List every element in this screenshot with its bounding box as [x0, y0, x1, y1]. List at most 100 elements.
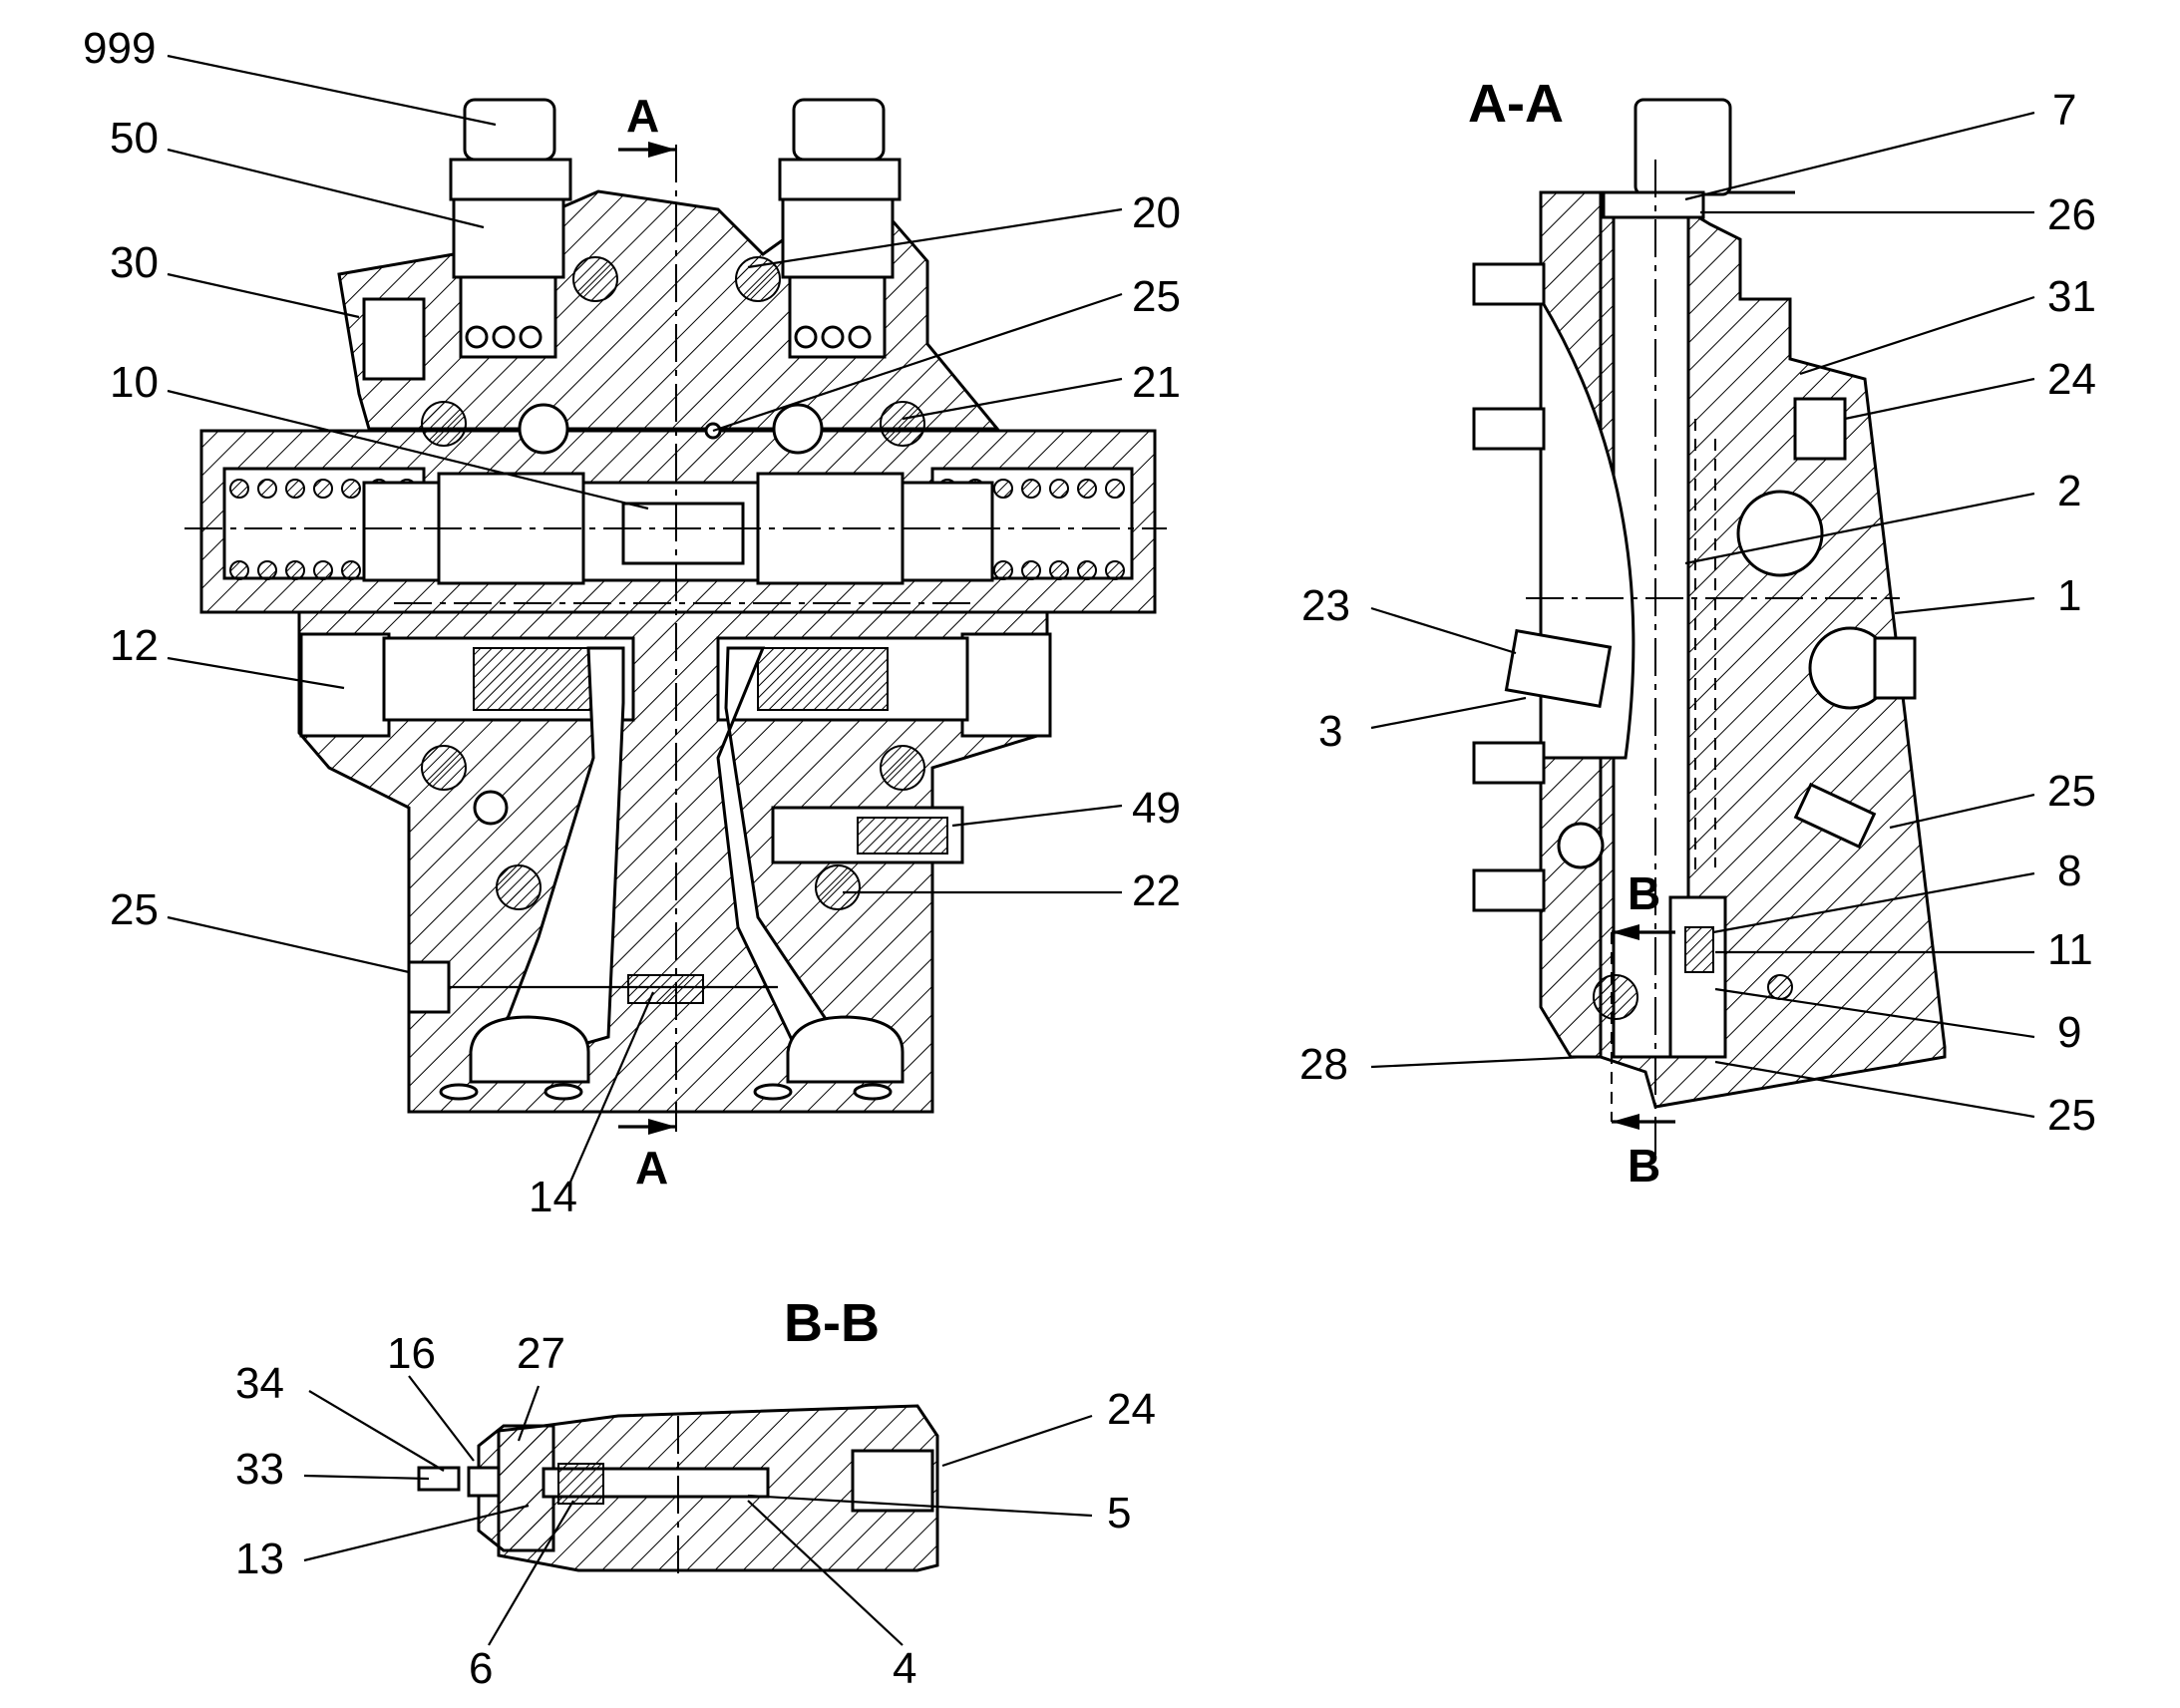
- aa-ball: [1557, 822, 1605, 869]
- callout-label: 3: [1318, 707, 1342, 756]
- left-end-cap: [299, 632, 391, 738]
- aa-cam-hole: [1736, 490, 1824, 577]
- callout-label: 9: [2057, 1008, 2081, 1057]
- left-cartridge-spring: [473, 647, 604, 711]
- seal-ring: [815, 864, 861, 910]
- aa-valve-stack: [1668, 895, 1727, 1059]
- aa-plug-23: [1504, 628, 1613, 708]
- callout-label: 24: [1107, 1385, 1156, 1434]
- right-end-cap: [960, 632, 1052, 738]
- bolt: [1472, 741, 1546, 785]
- bolt: [1472, 262, 1546, 306]
- callout-label: 26: [2047, 190, 2096, 239]
- plug: [407, 960, 451, 1014]
- aa-top-plug: [1602, 190, 1705, 219]
- callout-label: 16: [387, 1329, 436, 1378]
- callouts-main: 999 50 30 10 12 25 20 25 21 49 22 14: [83, 24, 1181, 1221]
- bolt: [1472, 868, 1546, 912]
- callout-label: 5: [1107, 1489, 1131, 1537]
- seal-ring: [735, 256, 781, 302]
- section-mark-b-top: B: [1628, 867, 1660, 919]
- mount-hole: [439, 1083, 479, 1101]
- aa-ring-9: [1767, 974, 1793, 1000]
- callout-label: 22: [1132, 866, 1181, 915]
- callout-label: 11: [2047, 925, 2093, 974]
- callout-label: 27: [517, 1329, 565, 1378]
- callout-label: 1: [2057, 571, 2081, 620]
- section-mark-b-bottom: B: [1628, 1140, 1660, 1192]
- callouts-aa: 7 26 31 24 2 1 23 3 25 8 11 9 25 28: [1299, 86, 2096, 1140]
- callout-label: 2: [2057, 467, 2081, 515]
- view-title-b-b: B-B: [784, 1293, 880, 1353]
- callout-label: 28: [1299, 1040, 1348, 1089]
- ball: [518, 403, 569, 455]
- callout-label: 23: [1301, 581, 1350, 630]
- callout-label: 31: [2047, 272, 2096, 321]
- main-view: A A: [184, 90, 1167, 1194]
- leader-lines-bb: [303, 1375, 1093, 1646]
- callout-label: 50: [110, 114, 159, 163]
- seal-ring: [421, 401, 467, 447]
- callout-label: 25: [110, 885, 159, 934]
- callout-label: 4: [893, 1644, 916, 1693]
- left-spring: [229, 479, 417, 580]
- ball: [473, 790, 509, 826]
- seal-ring: [572, 256, 618, 302]
- aa-plug-24: [1793, 397, 1847, 461]
- side-plug: [362, 297, 426, 381]
- orifice-insert: [627, 974, 704, 1004]
- left-port-cup: [469, 1015, 590, 1084]
- bb-orifice: [467, 1466, 501, 1498]
- callout-label: 21: [1132, 358, 1181, 407]
- aa-orifice-11: [1684, 926, 1714, 973]
- right-cartridge-spring: [757, 647, 889, 711]
- callout-label: 49: [1132, 784, 1181, 833]
- callout-label: 33: [235, 1445, 284, 1494]
- callout-label: 25: [2047, 767, 2096, 816]
- seal-ring: [880, 745, 925, 791]
- section-mark-a-bottom: A: [635, 1142, 668, 1194]
- callout-label: 6: [469, 1644, 493, 1693]
- ball: [772, 403, 824, 455]
- section-mark-a-top: A: [626, 90, 659, 142]
- aa-plug-25: [1793, 782, 1877, 850]
- callout-label: 8: [2057, 847, 2081, 895]
- callout-label: 25: [2047, 1091, 2096, 1140]
- aa-top-fitting: [1634, 98, 1732, 196]
- spool-center: [621, 502, 745, 565]
- view-a-a: B B: [1472, 98, 1947, 1192]
- view-b-b: [417, 1404, 939, 1575]
- mount-hole: [544, 1083, 583, 1101]
- callouts-bb: 34 16 27 24 33 5 13 6 4: [235, 1329, 1156, 1693]
- mount-hole: [753, 1083, 793, 1101]
- bb-end-cap: [477, 1424, 555, 1552]
- mount-hole: [853, 1083, 893, 1101]
- view-title-a-a: A-A: [1468, 74, 1564, 134]
- callout-label: 24: [2047, 355, 2096, 404]
- callout-label: 20: [1132, 188, 1181, 237]
- callout-label: 13: [235, 1535, 284, 1583]
- left-fitting: [449, 98, 572, 359]
- bb-plug-24: [851, 1449, 934, 1513]
- bb-spring: [557, 1463, 604, 1505]
- callout-label: 999: [83, 24, 156, 73]
- bolt: [1472, 407, 1546, 451]
- aa-ball-seal: [1593, 974, 1638, 1020]
- callout-label: 10: [110, 358, 159, 407]
- relief-valve-spring: [857, 817, 948, 854]
- callout-label: 25: [1132, 272, 1181, 321]
- aa-side-plug: [1873, 636, 1917, 700]
- right-fitting: [778, 98, 902, 359]
- callout-label: 34: [235, 1359, 284, 1408]
- callout-label: 14: [529, 1173, 577, 1221]
- callout-label: 7: [2052, 86, 2076, 135]
- callout-label: 12: [110, 621, 159, 670]
- leader-lines-main: [167, 54, 1123, 1188]
- right-port-cup: [786, 1015, 905, 1084]
- callout-label: 30: [110, 238, 159, 287]
- upper-body: [337, 189, 1001, 431]
- seal-ring: [496, 864, 542, 910]
- leader-lines-aa: [1370, 111, 2035, 1119]
- seal-ring: [880, 401, 925, 447]
